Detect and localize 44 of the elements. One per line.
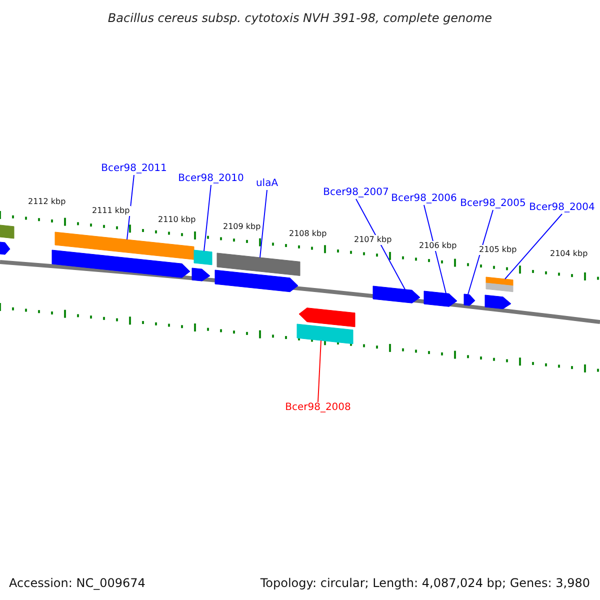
gene-feature — [296, 324, 354, 344]
gene-feature — [484, 294, 512, 310]
leader-line — [126, 174, 134, 240]
gene-feature — [464, 294, 476, 306]
gene-feature — [0, 224, 14, 239]
leader-line — [356, 198, 406, 290]
gene-label: Bcer98_2008 — [285, 402, 351, 414]
leader-line — [504, 214, 562, 280]
scale-label: 2109 kbp — [222, 222, 262, 232]
gene-label: ulaA — [256, 178, 278, 190]
leader-line — [204, 184, 212, 252]
gene-feature — [298, 308, 356, 328]
gene-label: Bcer98_2010 — [178, 173, 244, 185]
gene-feature — [0, 242, 10, 255]
gene-label: Bcer98_2011 — [101, 163, 167, 175]
scale-label: 2105 kbp — [478, 245, 518, 255]
scale-label: 2110 kbp — [157, 215, 197, 225]
leader-line — [424, 204, 446, 294]
gene-feature — [214, 270, 298, 292]
gene-feature — [194, 250, 212, 266]
gene-feature — [372, 286, 420, 304]
scale-label: 2106 kbp — [418, 241, 458, 251]
leader-line — [260, 190, 268, 258]
scale-label: 2111 kbp — [91, 206, 131, 216]
gene-label: Bcer98_2007 — [323, 187, 389, 199]
scale-label: 2107 kbp — [353, 235, 393, 245]
gene-label: Bcer98_2006 — [391, 193, 457, 205]
title: Bacillus cereus subsp. cytotoxis NVH 391-98, complete genome — [106, 10, 494, 27]
gene-feature — [54, 232, 194, 260]
scale-label: 2108 kbp — [288, 229, 328, 239]
gene-feature — [52, 250, 190, 278]
gene-label: Bcer98_2004 — [529, 202, 595, 214]
gene-label: Bcer98_2005 — [460, 198, 526, 210]
leader-line — [468, 210, 494, 295]
accession-text: Accession: NC_009674 — [9, 575, 146, 592]
gene-feature — [216, 252, 300, 276]
genome-info-text: Topology: circular; Length: 4,087,024 bp; Genes: 3,980 — [260, 575, 590, 592]
leader-line — [318, 340, 322, 402]
gene-feature — [486, 282, 514, 292]
scale-label: 2112 kbp — [27, 197, 67, 207]
gene-feature — [486, 276, 514, 286]
gene-feature — [192, 268, 210, 282]
gene-feature — [424, 290, 458, 307]
scale-label: 2104 kbp — [549, 249, 589, 259]
